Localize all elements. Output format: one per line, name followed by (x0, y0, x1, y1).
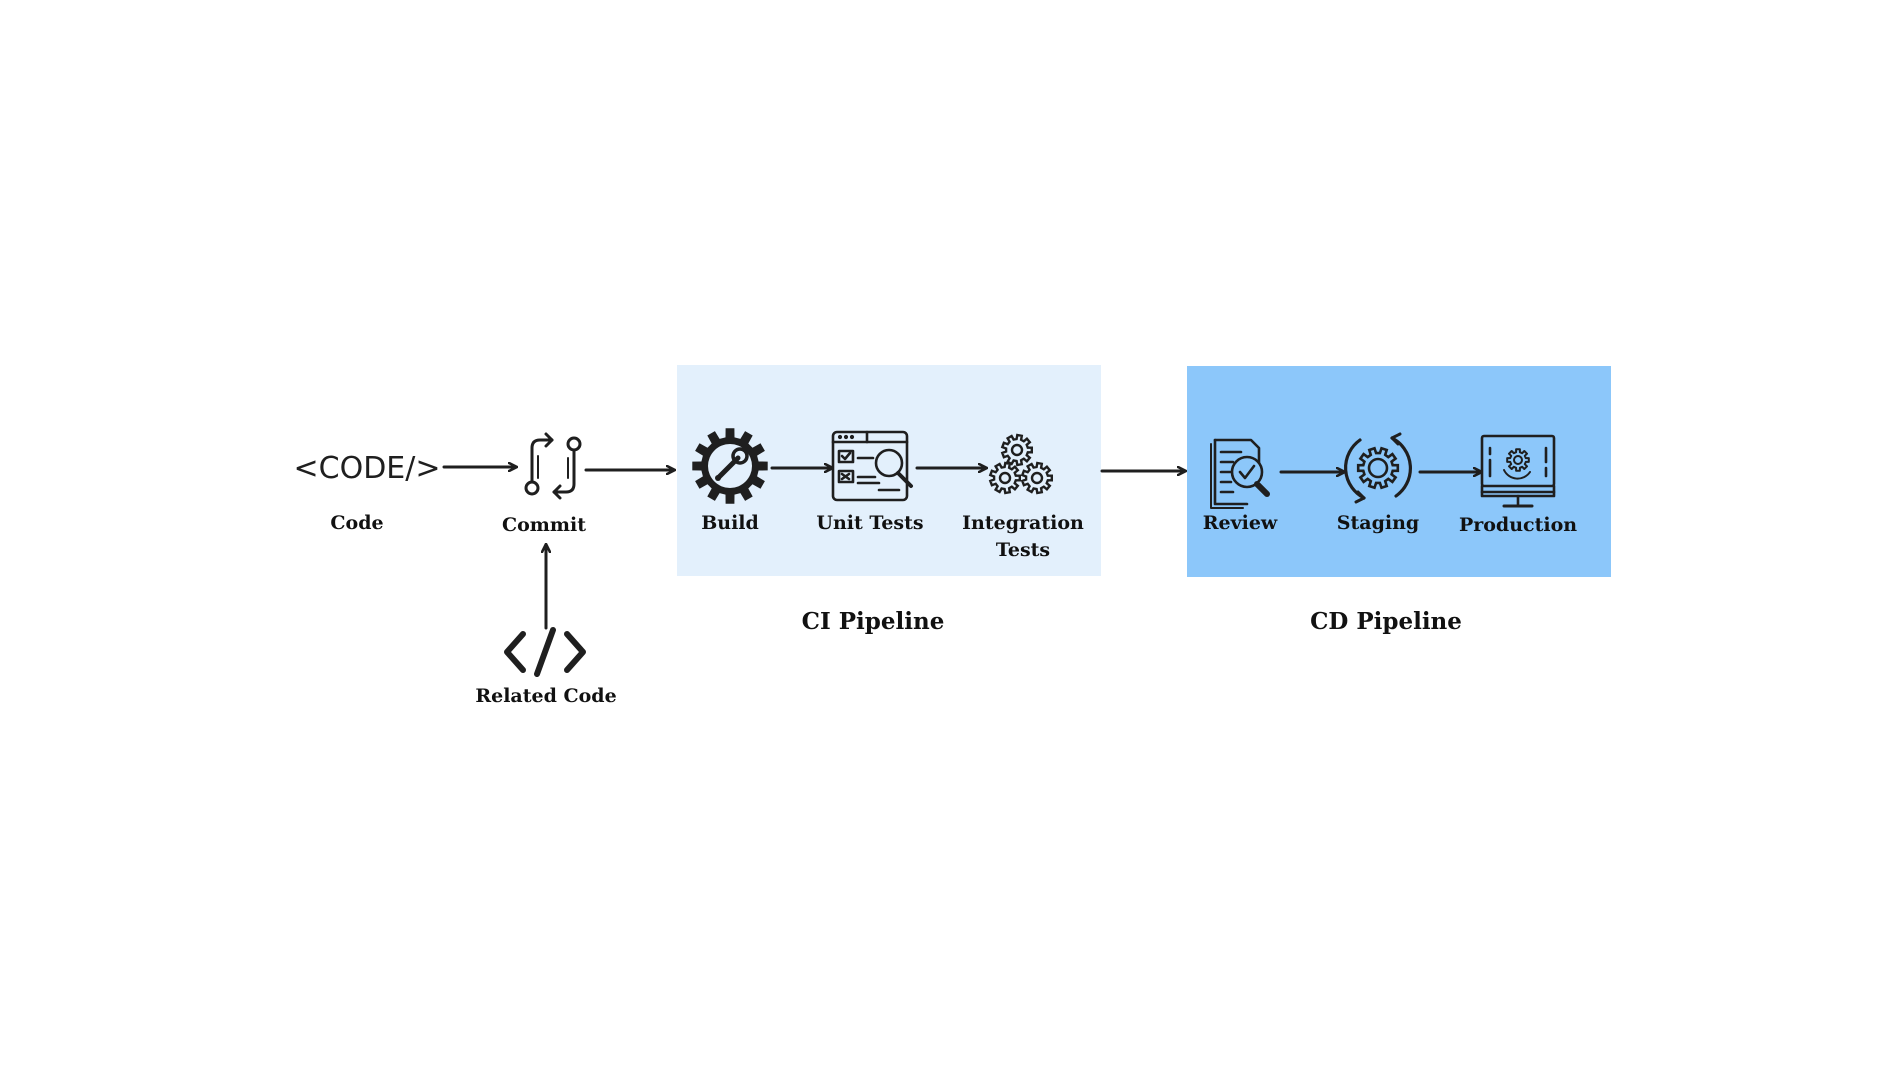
gear-a-outline (1000, 433, 1033, 467)
node-label-code: Code (330, 512, 384, 534)
gear-b-hub (998, 471, 1012, 485)
gear-c-hub (1030, 471, 1044, 485)
gear-b-outline (988, 461, 1021, 495)
node-label-related-code: Related Code (475, 685, 617, 707)
node-label-build: Build (701, 512, 759, 534)
git-merge-icon (524, 432, 582, 500)
document-check-magnifier-icon (1210, 438, 1270, 509)
edges (442, 467, 1481, 630)
node-label-production: Production (1458, 514, 1578, 536)
node-label-integration-tests: Integration Tests (962, 512, 1084, 561)
code-brackets-icon (504, 627, 586, 677)
monitor-gear-icon (1480, 434, 1556, 508)
ci-pipeline-title: CI Pipeline (801, 608, 945, 635)
gear-a-hub (1010, 443, 1024, 457)
test-window-magnifier-icon (831, 430, 913, 502)
node-label-commit: Commit (502, 514, 586, 536)
gear-cycle-icon (1343, 432, 1413, 504)
node-label-unit-tests: Unit Tests (816, 512, 924, 534)
gear-c-outline (1020, 461, 1053, 495)
node-label-staging: Staging (1336, 512, 1420, 534)
code-tag-text-icon: <CODE/> (294, 451, 441, 486)
gears-icon (988, 433, 1053, 495)
gear-wrench-icon (692, 428, 768, 504)
node-label-review: Review (1202, 512, 1278, 534)
cd-pipeline-title: CD Pipeline (1310, 608, 1462, 635)
